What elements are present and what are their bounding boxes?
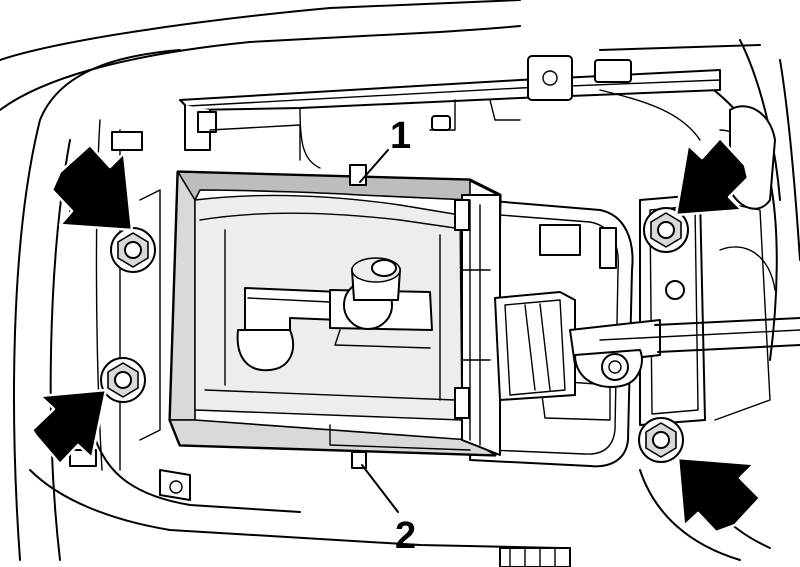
bottom-details [499, 547, 571, 567]
arrow-bottom-left [30, 388, 108, 466]
arrow-top-right [674, 136, 750, 217]
top-right-nut [643, 207, 689, 253]
bottom-right-nut [638, 417, 684, 463]
top-left-nut [110, 227, 156, 273]
arrow-bottom-right [676, 456, 762, 534]
shift-gate [236, 257, 433, 372]
callout-label-1: 1 [390, 115, 411, 157]
top-rail-bracket [111, 55, 776, 210]
arrow-top-left [50, 143, 134, 232]
bottom-left-nut [100, 357, 146, 403]
callout-label-2: 2 [395, 515, 416, 557]
callout-leader-lines [359, 149, 399, 513]
